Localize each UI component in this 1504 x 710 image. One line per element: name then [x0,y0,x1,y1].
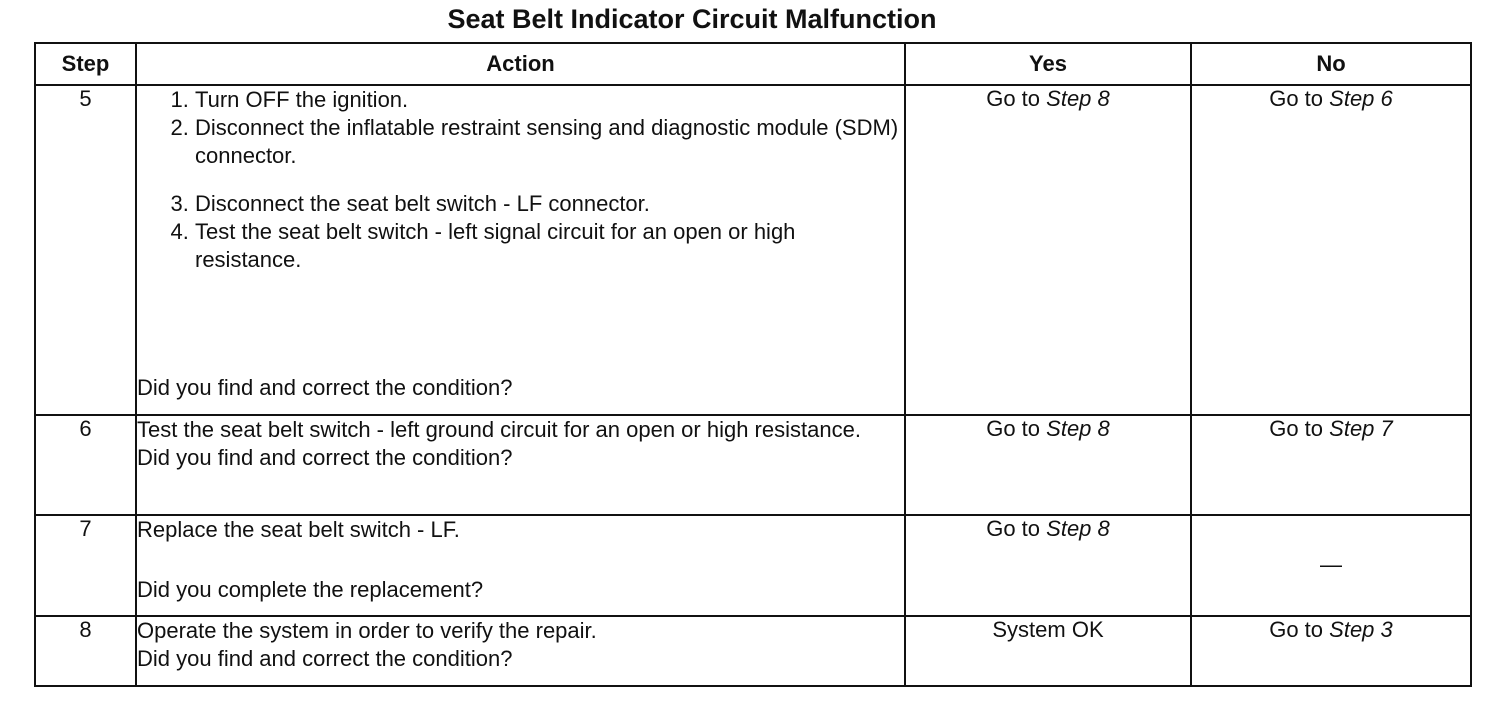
no-result: Go to Step 7 [1190,413,1472,517]
diagnostic-table: Step Action Yes No 5 Turn OFF the igniti… [34,42,1472,688]
no-dash: — [1320,552,1342,578]
action-cell: Replace the seat belt switch - LF. Did y… [135,514,906,617]
no-step-link[interactable]: Step 3 [1329,616,1393,642]
yes-prefix: Go to [986,516,1041,542]
no-result: Go to Step 6 [1190,84,1472,416]
action-cell: Operate the system in order to verify th… [135,614,906,688]
instruction-list: Turn OFF the ignition. Disconnect the in… [137,86,904,274]
page-title: Seat Belt Indicator Circuit Malfunction [0,0,1384,38]
action-cell: Test the seat belt switch - left ground … [135,413,906,517]
title-text: Seat Belt Indicator Circuit Malfunction [447,4,937,34]
question-text: Did you find and correct the condition? [137,375,513,400]
action-text: Replace the seat belt switch - LF. [137,517,460,543]
table-row: 7 Replace the seat belt switch - LF. Did… [34,514,1472,617]
yes-step-link[interactable]: Step 8 [1046,86,1110,111]
no-step-link[interactable]: Step 6 [1329,86,1393,111]
yes-result: Go to Step 8 [904,84,1192,416]
no-step-link[interactable]: Step 7 [1329,415,1393,441]
no-result: — [1190,514,1472,617]
yes-text: System OK [992,616,1104,642]
table-row: 8 Operate the system in order to verify … [34,614,1472,688]
question-text: Did you complete the replacement? [137,577,484,603]
no-prefix: Go to [1269,616,1324,642]
no-prefix: Go to [1269,415,1324,441]
step-number: 7 [34,514,137,617]
question-text: Did you find and correct the condition? [137,444,513,470]
header-no: No [1190,42,1472,86]
header-step: Step [34,42,137,86]
step-number: 8 [34,614,137,688]
header-row: Step Action Yes No [34,42,1472,86]
action-cell: Turn OFF the ignition. Disconnect the in… [135,84,906,416]
table-row: 6 Test the seat belt switch - left groun… [34,413,1472,517]
instruction-item: Turn OFF the ignition. [195,86,904,114]
instruction-item: Test the seat belt switch - left signal … [195,218,904,274]
instruction-item: Disconnect the inflatable restraint sens… [195,114,904,170]
no-result: Go to Step 3 [1190,614,1472,688]
yes-prefix: Go to [986,415,1041,441]
action-text: Operate the system in order to verify th… [137,617,597,643]
yes-result: Go to Step 8 [904,514,1192,617]
table-row: 5 Turn OFF the ignition. Disconnect the … [34,84,1472,416]
step-number: 6 [34,413,137,517]
yes-prefix: Go to [986,86,1041,111]
header-yes: Yes [904,42,1192,86]
step-number: 5 [34,84,137,416]
yes-result: Go to Step 8 [904,413,1192,517]
question-text: Did you find and correct the condition? [137,645,513,671]
action-text: Test the seat belt switch - left ground … [137,416,861,442]
instruction-item: Disconnect the seat belt switch - LF con… [195,190,904,218]
yes-step-link[interactable]: Step 8 [1046,516,1110,542]
yes-step-link[interactable]: Step 8 [1046,415,1110,441]
no-prefix: Go to [1269,86,1324,111]
yes-result: System OK [904,614,1192,688]
header-action: Action [135,42,906,86]
